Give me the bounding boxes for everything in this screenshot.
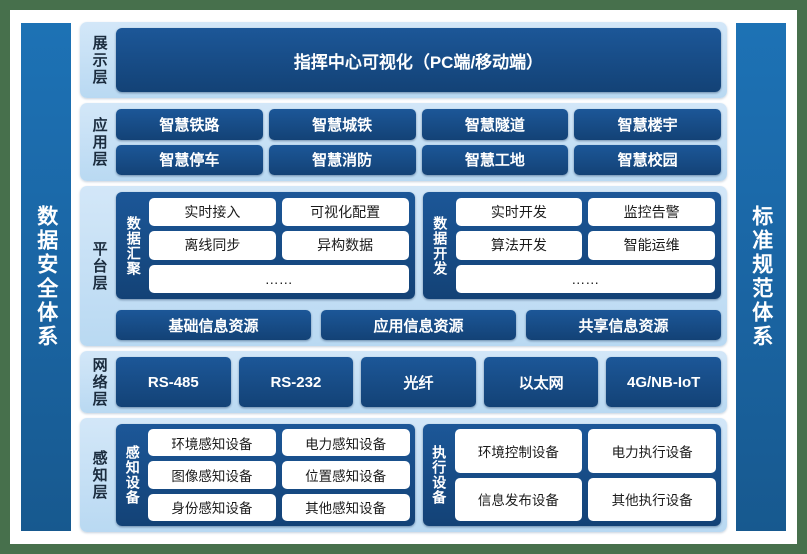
layer-application-body: 智慧铁路 智慧城铁 智慧隧道 智慧楼宇 智慧停车 智慧消防 智慧工地 智慧校园 [112,109,721,175]
perception-group-sensing-devices: 感知设备 环境感知设备 电力感知设备 图像感知设备 位置感知设备 [116,424,415,526]
layer-platform: 平台层 数据汇聚 实时接入 可视化配置 离线同步 异 [80,186,727,346]
application-row-2: 智慧停车 智慧消防 智慧工地 智慧校园 [116,144,721,175]
platform-group-data-aggregation-items: 实时接入 可视化配置 离线同步 异构数据 …… [144,198,409,293]
layer-network: 网络层 RS-485 RS-232 光纤 以太网 4G/NB-IoT [80,351,727,413]
development-item-algorithm-dev[interactable]: 算法开发 [455,231,583,260]
actuating-item-power-execution[interactable]: 电力执行设备 [588,429,716,473]
platform-group-data-development: 数据开发 实时开发 监控告警 算法开发 智能运维 …… [422,192,721,299]
network-item-rs232[interactable]: RS-232 [238,357,354,407]
layer-network-title: 网络层 [90,356,108,408]
aggregation-item-offline-sync[interactable]: 离线同步 [149,231,276,260]
aggregation-row-1: 实时接入 可视化配置 [149,198,409,227]
aggregation-row-3: …… [149,264,409,293]
network-item-ethernet[interactable]: 以太网 [483,357,599,407]
platform-group-data-development-title: 数据开发 [432,215,449,276]
sensing-row-1: 环境感知设备 电力感知设备 [148,429,410,457]
layer-presentation-body: 指挥中心可视化（PC端/移动端） [112,28,721,92]
app-item-smart-tunnel[interactable]: 智慧隧道 [421,109,569,140]
layer-perception-body: 感知设备 环境感知设备 电力感知设备 图像感知设备 位置感知设备 [112,424,721,526]
actuating-item-environment-control[interactable]: 环境控制设备 [454,429,583,473]
left-pillar-label: 数据安全体系 [34,205,58,349]
resource-item-basic-information[interactable]: 基础信息资源 [116,310,311,340]
perception-group-sensing-devices-title: 感知设备 [124,445,141,505]
platform-group-data-aggregation: 数据汇聚 实时接入 可视化配置 离线同步 异构数据 …… [116,192,415,299]
platform-group-data-aggregation-title: 数据汇聚 [125,215,142,276]
aggregation-row-2: 离线同步 异构数据 [149,231,409,260]
development-item-ellipsis[interactable]: …… [455,264,715,293]
sensing-item-location[interactable]: 位置感知设备 [281,461,410,489]
layer-perception: 感知层 感知设备 环境感知设备 电力感知设备 图像感知设备 [80,418,727,532]
perception-group-actuating-devices: 执行设备 环境控制设备 电力执行设备 信息发布设备 其他执行设备 [422,424,721,526]
aggregation-item-realtime-ingest[interactable]: 实时接入 [149,198,276,227]
app-item-smart-firefighting[interactable]: 智慧消防 [268,144,416,175]
platform-groups: 数据汇聚 实时接入 可视化配置 离线同步 异构数据 …… [116,192,721,299]
sensing-item-power[interactable]: 电力感知设备 [281,429,410,457]
perception-group-sensing-devices-items: 环境感知设备 电力感知设备 图像感知设备 位置感知设备 身份感知设备 其他感知设… [143,429,410,521]
app-item-smart-parking[interactable]: 智慧停车 [116,144,263,175]
sensing-row-2: 图像感知设备 位置感知设备 [148,461,410,489]
network-items-row: RS-485 RS-232 光纤 以太网 4G/NB-IoT [116,357,721,407]
resource-item-shared-information[interactable]: 共享信息资源 [526,310,721,340]
sensing-item-identity[interactable]: 身份感知设备 [148,493,276,521]
development-item-monitor-alarm[interactable]: 监控告警 [588,198,715,227]
app-item-smart-railway[interactable]: 智慧铁路 [116,109,263,140]
perception-group-actuating-devices-title: 执行设备 [431,445,448,505]
development-item-realtime-dev[interactable]: 实时开发 [455,198,583,227]
application-row-1: 智慧铁路 智慧城铁 智慧隧道 智慧楼宇 [116,109,721,140]
actuating-item-other-execution[interactable]: 其他执行设备 [588,477,716,521]
development-row-1: 实时开发 监控告警 [455,198,715,227]
app-item-smart-construction[interactable]: 智慧工地 [421,144,569,175]
layer-platform-body: 数据汇聚 实时接入 可视化配置 离线同步 异构数据 …… [112,192,721,340]
development-row-2: 算法开发 智能运维 [455,231,715,260]
layer-perception-title: 感知层 [90,449,108,501]
layer-presentation: 展示层 指挥中心可视化（PC端/移动端） [80,22,727,98]
perception-group-actuating-devices-items: 环境控制设备 电力执行设备 信息发布设备 其他执行设备 [450,429,716,521]
development-row-3: …… [455,264,715,293]
app-item-smart-campus[interactable]: 智慧校园 [574,144,721,175]
sensing-row-3: 身份感知设备 其他感知设备 [148,493,410,521]
layer-network-body: RS-485 RS-232 光纤 以太网 4G/NB-IoT [112,357,721,407]
right-pillar-label: 标准规范体系 [749,205,773,349]
network-item-rs485[interactable]: RS-485 [116,357,231,407]
layer-platform-title: 平台层 [90,240,108,292]
sensing-item-image[interactable]: 图像感知设备 [148,461,276,489]
actuating-row-1: 环境控制设备 电力执行设备 [454,429,716,473]
perception-groups: 感知设备 环境感知设备 电力感知设备 图像感知设备 位置感知设备 [116,424,721,526]
right-pillar-standards: 标准规范体系 [735,22,787,532]
actuating-row-2: 信息发布设备 其他执行设备 [454,477,716,521]
sensing-item-environment[interactable]: 环境感知设备 [148,429,276,457]
layer-application-title: 应用层 [90,116,108,168]
aggregation-item-visual-config[interactable]: 可视化配置 [281,198,409,227]
aggregation-item-ellipsis[interactable]: …… [149,264,409,293]
sensing-item-other[interactable]: 其他感知设备 [281,493,410,521]
aggregation-item-heterogeneous-data[interactable]: 异构数据 [281,231,409,260]
network-item-4g-nbiot[interactable]: 4G/NB-IoT [606,357,721,407]
app-item-smart-building[interactable]: 智慧楼宇 [574,109,721,140]
actuating-item-information-release[interactable]: 信息发布设备 [454,477,583,521]
left-pillar-data-security: 数据安全体系 [20,22,72,532]
layer-stack: 展示层 指挥中心可视化（PC端/移动端） 应用层 智慧铁路 智慧城铁 智慧隧道 … [80,22,727,532]
layer-application: 应用层 智慧铁路 智慧城铁 智慧隧道 智慧楼宇 智慧停车 智慧消防 智慧工地 智… [80,103,727,181]
network-item-fiber[interactable]: 光纤 [361,357,476,407]
platform-group-data-development-items: 实时开发 监控告警 算法开发 智能运维 …… [451,198,715,293]
resource-item-application-information[interactable]: 应用信息资源 [321,310,516,340]
architecture-diagram-card: 数据安全体系 展示层 指挥中心可视化（PC端/移动端） 应用层 智慧铁路 智慧城… [10,10,797,544]
app-item-smart-metro[interactable]: 智慧城铁 [268,109,416,140]
layer-presentation-title: 展示层 [90,34,108,86]
presentation-banner[interactable]: 指挥中心可视化（PC端/移动端） [116,28,721,92]
development-item-smart-ops[interactable]: 智能运维 [588,231,715,260]
platform-resource-row: 基础信息资源 应用信息资源 共享信息资源 [116,310,721,340]
